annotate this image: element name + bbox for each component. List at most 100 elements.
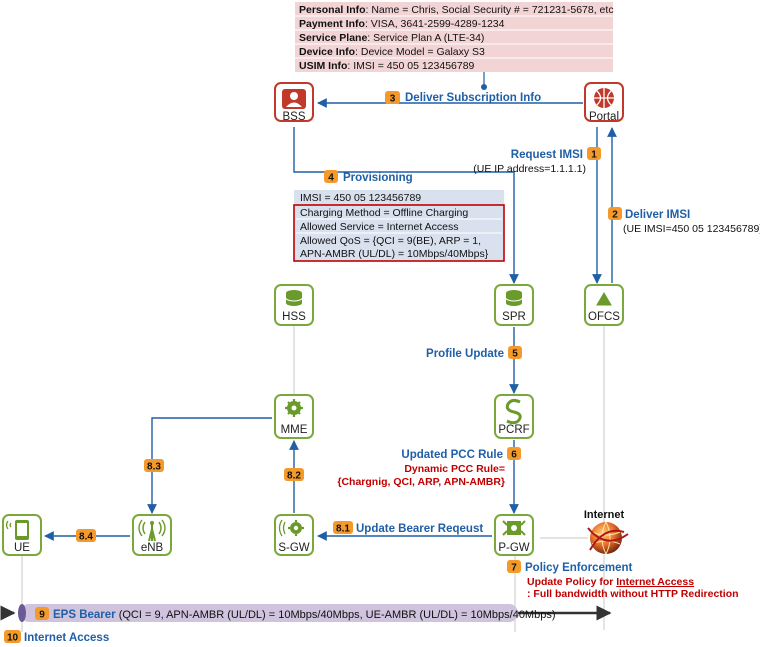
step-1-num: 1	[591, 150, 597, 161]
step-1-sub: (UE IP address=1.1.1.1)	[473, 163, 586, 175]
step-6-badge	[507, 447, 521, 460]
prov-imsi: IMSI = 450 05 123456789	[300, 192, 421, 204]
charging-icon	[596, 292, 612, 306]
ue-label: UE	[14, 542, 30, 554]
enb-node[interactable]: eNB	[132, 514, 172, 556]
mme-node[interactable]: MME	[274, 394, 314, 439]
step-6: Updated PCC Rule 6 Dynamic PCC Rule= {Ch…	[337, 447, 521, 488]
step-10-badge	[4, 630, 21, 643]
spr-label: SPR	[502, 311, 526, 323]
person-icon	[290, 92, 298, 100]
usim-info-row: USIM Info: IMSI = 450 05 123456789	[299, 60, 475, 72]
step-8-1: 8.1 Update Bearer Reqeust	[333, 521, 483, 535]
step-8-2-badge	[284, 468, 304, 481]
step-7: 7 Policy Enforcement Update Policy for I…	[507, 560, 739, 600]
step-1-label: Request IMSI	[511, 149, 583, 161]
step-2: 2 Deliver IMSI (UE IMSI=450 05 123456789…	[608, 207, 760, 235]
ofcs-label: OFCS	[588, 311, 620, 323]
step-8-1-label: Update Bearer Reqeust	[356, 523, 483, 535]
step-8-1-num: 8.1	[336, 524, 350, 535]
step-8-4: 8.4	[76, 529, 96, 543]
step-3-badge	[385, 91, 400, 104]
prov-service: Allowed Service = Internet Access	[300, 221, 458, 233]
step-5-num: 5	[512, 349, 518, 360]
step-3-num: 3	[390, 94, 396, 105]
hss-node[interactable]: HSS	[274, 284, 314, 326]
step-7-badge	[507, 560, 521, 573]
step-7-num: 7	[511, 563, 517, 574]
sgw-node[interactable]: S-GW	[274, 514, 314, 556]
portal-label: Portal	[589, 111, 619, 123]
step-9-badge	[35, 607, 49, 620]
antenna-icon	[148, 523, 156, 542]
step-7-bandwidth-note: : Full bandwidth without HTTP Redirectio…	[527, 588, 739, 600]
ue-node[interactable]: UE	[2, 514, 42, 556]
policy-icon	[505, 398, 522, 425]
step-8-4-num: 8.4	[79, 532, 93, 543]
step-6-label: Updated PCC Rule	[401, 449, 503, 461]
prov-charging: Charging Method = Offline Charging	[300, 207, 468, 219]
step-8-3-num: 8.3	[147, 462, 161, 473]
step-10-label: Internet Access	[24, 632, 109, 644]
step-3-label: Deliver Subscription Info	[405, 92, 541, 104]
step-8-3-badge	[144, 459, 164, 472]
step-8-4-badge	[76, 529, 96, 542]
step-4: 4 Provisioning	[324, 170, 413, 184]
sgw-label: S-GW	[278, 542, 309, 554]
portal-node[interactable]: Portal	[584, 82, 624, 123]
step-3: 3 Deliver Subscription Info	[385, 91, 541, 105]
pgw-node[interactable]: P-GW	[494, 514, 534, 556]
pgw-label: P-GW	[498, 542, 529, 554]
step-2-badge	[608, 207, 622, 220]
prov-qos-line2: APN-AMBR (UL/DL) = 10Mbps/40Mbps}	[300, 248, 489, 260]
step-9-label: EPS Bearer (QCI = 9, APN-AMBR (UL/DL) = …	[53, 609, 556, 621]
step-6-rule-title: Dynamic PCC Rule=	[404, 463, 505, 475]
payment-info-row: Payment Info: VISA, 3641-2599-4289-1234	[299, 18, 505, 30]
step-4-label: Provisioning	[343, 172, 413, 184]
step-2-label: Deliver IMSI	[625, 209, 690, 221]
info-connector-dot	[481, 84, 487, 90]
step-1-badge	[587, 147, 601, 160]
device-info-row: Device Info: Device Model = Galaxy S3	[299, 46, 485, 58]
step-5-badge	[508, 346, 522, 359]
step-8-2: 8.2	[284, 468, 304, 482]
step-6-num: 6	[511, 450, 517, 461]
personal-info-row: Personal Info: Name = Chris, Social Secu…	[299, 4, 614, 16]
step-7-update-policy: Update Policy for Internet Access	[527, 576, 694, 588]
pcrf-label: PCRF	[498, 424, 529, 436]
internet-node[interactable]: Internet	[584, 509, 629, 555]
ofcs-node[interactable]: OFCS	[584, 284, 624, 326]
eps-bearer: 9 EPS Bearer (QCI = 9, APN-AMBR (UL/DL) …	[0, 604, 612, 622]
step-6-rule-detail: {Chargnig, QCI, ARP, APN-AMBR}	[337, 476, 505, 488]
step-1: Request IMSI 1 (UE IP address=1.1.1.1)	[473, 147, 601, 175]
step-7-label: Policy Enforcement	[525, 562, 633, 574]
step-10: 10 Internet Access	[4, 630, 109, 644]
prov-qos-line1: Allowed QoS = {QCI = 9(BE), ARP = 1,	[300, 235, 481, 247]
service-plan-row: Service Plane: Service Plan A (LTE-34)	[299, 32, 484, 44]
step-4-num: 4	[328, 173, 334, 184]
hss-label: HSS	[282, 311, 306, 323]
mme-label: MME	[281, 424, 308, 436]
pcrf-node[interactable]: PCRF	[494, 394, 534, 439]
provisioning-box: IMSI = 450 05 123456789 Charging Method …	[293, 190, 505, 262]
step-8-1-badge	[333, 521, 353, 534]
step-8-2-num: 8.2	[287, 471, 301, 482]
step-9-num: 9	[39, 610, 45, 621]
step-2-num: 2	[612, 210, 618, 221]
subscriber-info-box: Personal Info: Name = Chris, Social Secu…	[295, 2, 614, 72]
eps-bearer-pipe	[20, 604, 518, 622]
step-4-badge	[324, 170, 338, 183]
globe-icon	[590, 522, 622, 554]
enb-label: eNB	[141, 542, 164, 554]
lifelines	[21, 325, 605, 632]
step-5-label: Profile Update	[426, 348, 504, 360]
bss-label: BSS	[282, 111, 305, 123]
bss-node[interactable]: BSS	[274, 82, 314, 123]
spr-node[interactable]: SPR	[494, 284, 534, 326]
step-5: Profile Update 5	[426, 346, 522, 360]
step-10-num: 10	[7, 633, 19, 644]
internet-label: Internet	[584, 509, 625, 521]
step-2-sub: (UE IMSI=450 05 123456789)	[623, 223, 760, 235]
step-8-3: 8.3	[144, 459, 164, 473]
